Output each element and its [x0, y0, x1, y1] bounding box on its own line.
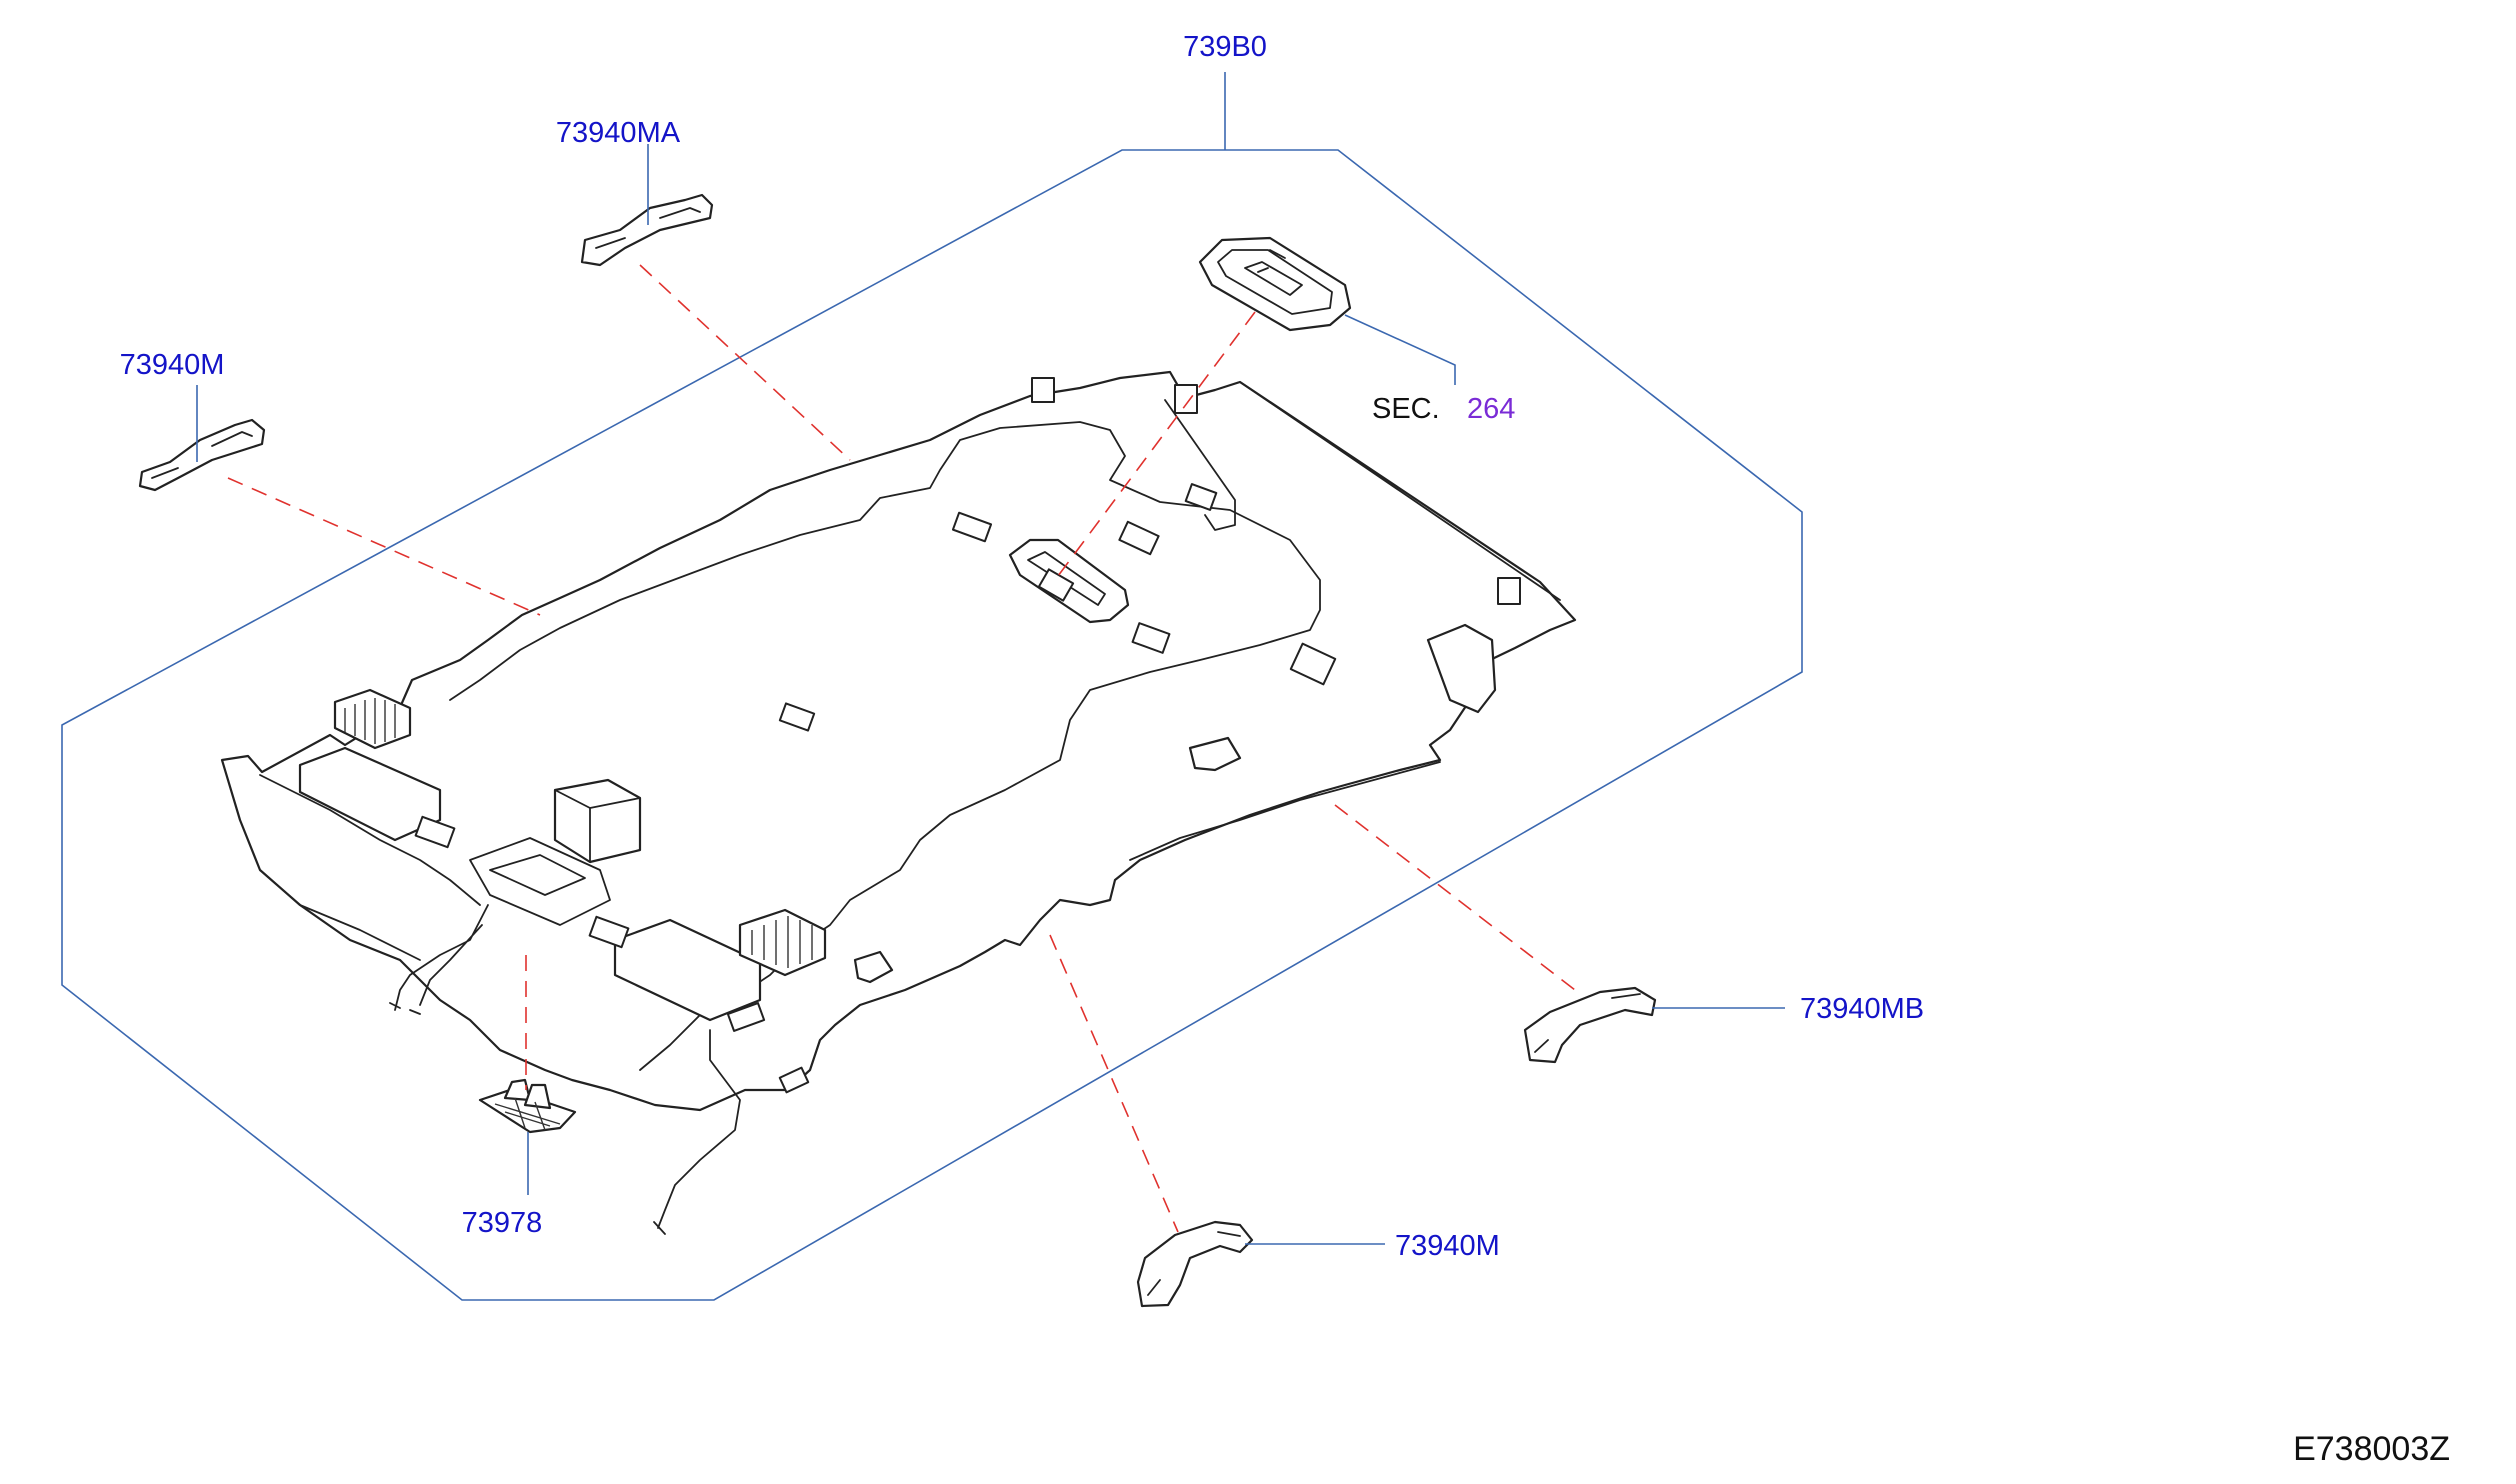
headlining-tab-front — [1031, 377, 1055, 403]
microphone-grille-right-slots — [751, 916, 813, 968]
dash-73940MA — [639, 264, 851, 461]
label-sec-number: 264 — [1467, 393, 1515, 425]
label-73940M-rear: 73940M — [1395, 1230, 1500, 1262]
roof-lamp-clip — [1037, 568, 1075, 602]
microphone-grille-left-slots — [344, 698, 396, 744]
harness-wire — [394, 904, 741, 1229]
assist-grip-73940MB-detail — [1534, 993, 1641, 1053]
assist-grip-73940M-front-detail — [151, 431, 253, 479]
sunvisor-pad-right — [613, 918, 762, 1022]
clip-73978 — [478, 1078, 577, 1134]
front-clip-center — [588, 915, 630, 949]
label-sec-prefix: SEC. — [1372, 393, 1440, 425]
headlining-tab-side — [1497, 577, 1521, 605]
assist-grip-73940M-rear-body — [1136, 1220, 1254, 1308]
overhead-console-block-edge — [554, 789, 641, 863]
leader-SEC264 — [1344, 314, 1456, 385]
assist-grip-73940M-front-body — [138, 418, 266, 492]
harness-wire-end — [389, 1002, 666, 1235]
headlining-clip-1 — [951, 511, 993, 543]
dash-73940M-rear — [1049, 934, 1179, 1233]
microphone-grille-right — [738, 908, 827, 977]
label-73940M-front: 73940M — [120, 349, 225, 381]
headlining-outline — [220, 370, 1577, 1112]
clip-73978-tab-1 — [503, 1078, 532, 1102]
roof-lamp-lens — [1244, 249, 1303, 296]
headlining-side-edge — [1129, 381, 1561, 861]
headlining-clip-3 — [1184, 483, 1218, 511]
front-clip-left — [414, 815, 456, 849]
dash-73940M-front — [227, 477, 541, 616]
headlining-bracket-corner — [1426, 623, 1497, 714]
assist-grip-73940MB-body — [1523, 986, 1657, 1064]
label-73940MA: 73940MA — [556, 117, 681, 149]
clip-73978-grid — [494, 1097, 561, 1131]
assist-grip-73940MA-body — [580, 193, 714, 267]
assist-grip-73940MA-detail — [595, 207, 701, 249]
front-clip-right — [726, 1002, 766, 1032]
front-clip-corner — [778, 1066, 810, 1094]
headlining-pad — [1289, 642, 1337, 686]
assist-grip-73940M-rear — [1136, 1220, 1254, 1308]
headlining-clip-4 — [1131, 622, 1171, 654]
center-mount-frame — [469, 837, 611, 926]
dash-73940MB — [1334, 804, 1576, 991]
roof-lamp-opening-inner — [1027, 551, 1106, 606]
assembly-boundary — [61, 149, 1803, 1301]
microphone-grille-left — [333, 688, 412, 750]
label-73978: 73978 — [462, 1207, 543, 1239]
headlining-tab-rear — [1174, 384, 1198, 414]
headlining-clip-5 — [778, 702, 816, 732]
assist-grip-73940MB — [1523, 986, 1657, 1064]
side-grip-pocket-front — [853, 950, 894, 984]
headlining-clip-2 — [1118, 520, 1160, 556]
label-739B0: 739B0 — [1183, 31, 1267, 63]
roof-lamp-housing — [1198, 236, 1352, 332]
sunvisor-pad-left — [298, 746, 442, 842]
assist-grip-73940M-rear-detail — [1147, 1231, 1241, 1296]
clip-73978-tab-2 — [523, 1083, 552, 1110]
headlining-panel — [220, 370, 1577, 1235]
assist-grip-73940M-front — [138, 418, 266, 492]
figure-code: E738003Z — [2293, 1430, 2450, 1468]
assist-grip-73940MA — [580, 193, 714, 267]
dash-roof-lamp — [1054, 311, 1256, 581]
headlining-front-edge — [259, 774, 481, 961]
label-73940MB: 73940MB — [1800, 993, 1924, 1025]
headlining-rear-rail — [1164, 399, 1236, 531]
roof-lamp-inner-frame — [1217, 249, 1333, 315]
headlining-inner-contour — [449, 421, 1321, 1071]
roof-lamp-assembly — [1198, 236, 1352, 332]
side-grip-pocket-rear — [1188, 736, 1242, 772]
